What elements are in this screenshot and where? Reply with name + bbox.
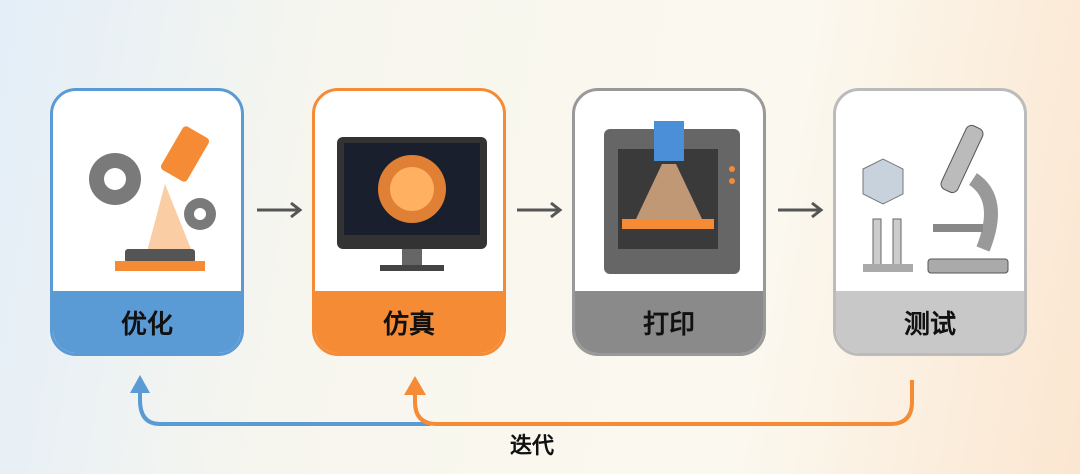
step-optimize-card: 优化 (50, 88, 244, 356)
step-simulate-card: 仿真 (312, 88, 506, 356)
arrow-up-icon (130, 375, 150, 393)
step-label: 测试 (836, 291, 1024, 353)
step-test-card: 测试 (833, 88, 1027, 356)
arrow-up-icon (404, 376, 426, 395)
step-print-card: 打印 (572, 88, 766, 356)
arrow-right-icon (778, 201, 824, 219)
step-label: 仿真 (315, 291, 503, 353)
3d-printer-icon (604, 121, 740, 274)
blue-loop-line (138, 390, 430, 426)
step-label: 打印 (575, 291, 763, 353)
gears-laser-icon (89, 126, 216, 271)
arrow-right-icon (517, 201, 563, 219)
arrow-right-icon (257, 201, 303, 219)
step-label: 优化 (53, 291, 241, 353)
monitor-simulation-icon (337, 137, 487, 271)
loop-label: 迭代 (510, 434, 555, 459)
orange-loop-line (413, 380, 914, 426)
microscope-icon (862, 124, 1009, 274)
